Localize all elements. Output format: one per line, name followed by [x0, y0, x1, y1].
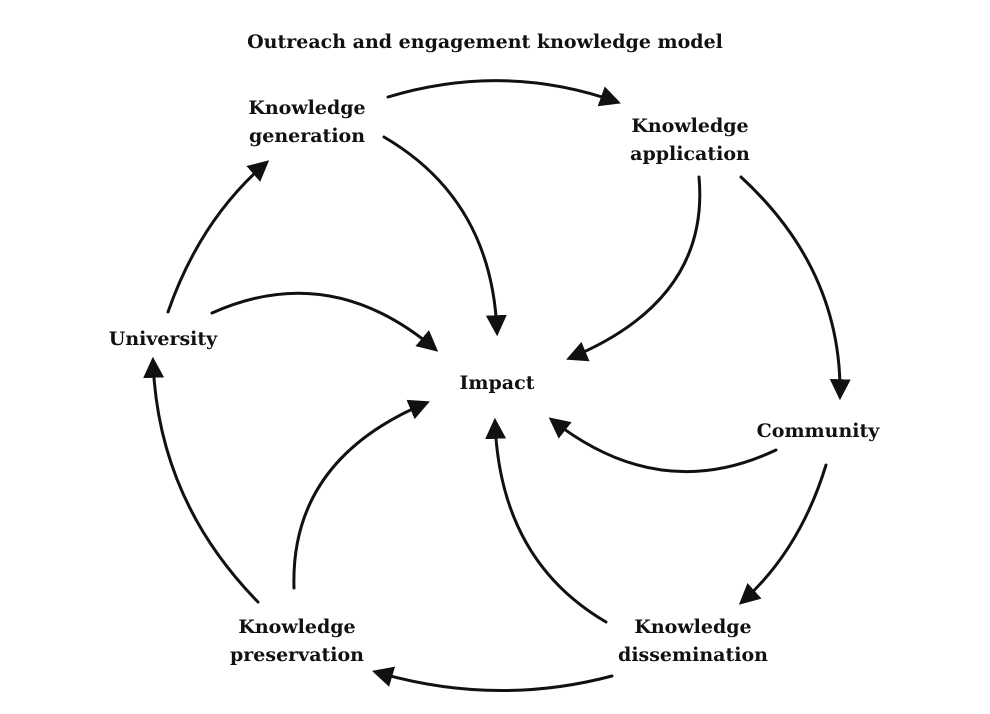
arrow-generation-to-impact: [382, 135, 507, 337]
node-label-line: Impact: [460, 372, 535, 394]
node-label-line: application: [630, 143, 750, 165]
node-label-line: Knowledge: [634, 616, 751, 638]
node-knowledge-preservation: Knowledge preservation: [230, 616, 364, 666]
node-impact: Impact: [460, 372, 535, 394]
node-label-line: University: [109, 328, 218, 350]
arrow-preservation-to-university: [143, 356, 260, 604]
diagram-title: Outreach and engagement knowledge model: [247, 31, 723, 53]
arrow-application-to-impact: [566, 175, 702, 362]
arrow-community-to-dissemination: [738, 463, 828, 605]
node-label-line: Knowledge: [238, 616, 355, 638]
arrow-generation-to-application: [386, 79, 621, 107]
arrow-community-to-impact: [548, 417, 778, 474]
arrow-university-to-impact: [210, 291, 439, 352]
node-label-line: Knowledge: [631, 115, 748, 137]
node-label-line: Knowledge: [248, 97, 365, 119]
node-community: Community: [757, 420, 881, 442]
node-label-line: generation: [249, 125, 365, 147]
node-label-line: preservation: [230, 644, 364, 666]
node-label-line: dissemination: [618, 644, 768, 666]
arrow-application-to-community: [739, 175, 851, 401]
arrow-university-to-generation: [166, 160, 270, 314]
node-university: University: [109, 328, 218, 350]
arrow-dissemination-to-preservation: [371, 666, 614, 692]
node-knowledge-generation: Knowledge generation: [248, 97, 365, 147]
arrow-preservation-to-impact: [292, 399, 430, 590]
node-label-line: Community: [757, 420, 881, 442]
arrow-dissemination-to-impact: [485, 417, 608, 624]
node-knowledge-application: Knowledge application: [630, 115, 750, 165]
node-knowledge-dissemination: Knowledge dissemination: [618, 616, 768, 666]
